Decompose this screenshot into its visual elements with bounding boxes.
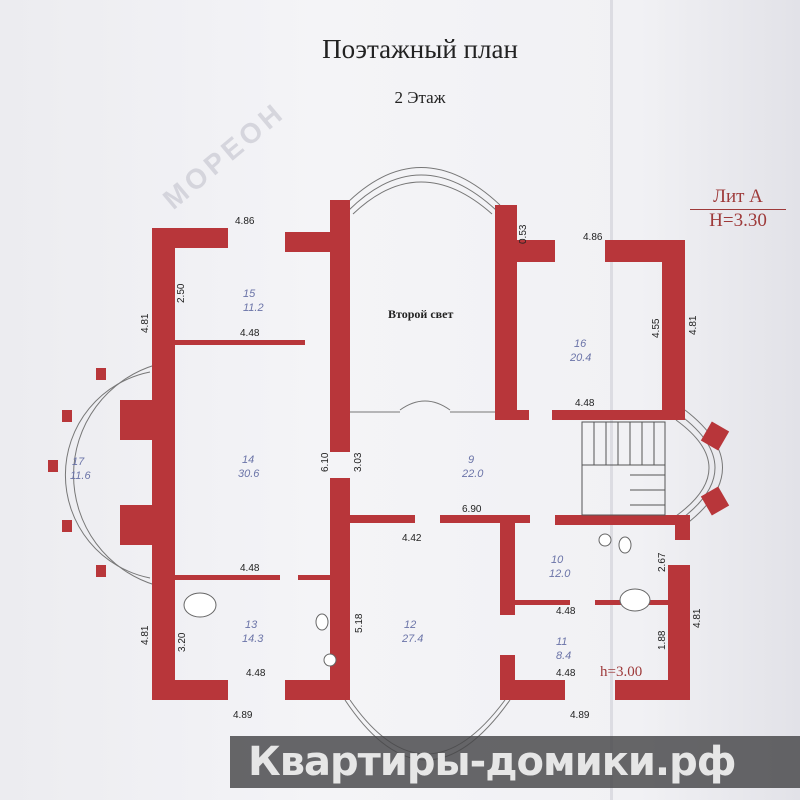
dimension: 4.48 <box>556 668 576 679</box>
dimension: 4.48 <box>556 606 576 617</box>
room-area: 11.6 <box>70 470 91 482</box>
room-area: 22.0 <box>461 468 484 480</box>
lit-height: H=3.30 <box>709 210 767 231</box>
fixtures <box>183 533 651 667</box>
dimension: 4.89 <box>233 710 253 721</box>
dimension: 4.48 <box>575 398 595 409</box>
dimension: 4.81 <box>688 315 699 335</box>
room-number: 16 <box>574 338 587 350</box>
dimension: 4.81 <box>140 313 151 333</box>
room-area: 30.6 <box>238 468 260 480</box>
dimension: 4.55 <box>651 318 662 338</box>
room-number: 12 <box>404 619 416 631</box>
dimension: 6.10 <box>320 452 331 472</box>
staircase <box>581 421 666 516</box>
floor-subtitle: 2 Этаж <box>394 88 446 107</box>
room-labels: 15 11.2 16 20.4 14 30.6 17 11.6 9 22.0 1… <box>70 288 591 662</box>
dimension: 4.81 <box>140 625 151 645</box>
room-number: 9 <box>468 454 474 466</box>
dimension: 1.88 <box>657 630 668 650</box>
page-title: Поэтажный план <box>322 34 518 64</box>
dimension: 4.86 <box>583 232 603 243</box>
dimension: 6.90 <box>462 504 482 515</box>
room-number: 10 <box>551 554 564 566</box>
dimension: 2.50 <box>176 283 187 303</box>
dimension: 4.89 <box>570 710 590 721</box>
dimension: 3.20 <box>177 632 188 652</box>
dimension-labels: 4.86 4.86 0.53 4.81 2.50 4.48 4.81 4.55 … <box>140 216 703 721</box>
dimension: 4.81 <box>692 608 703 628</box>
lit-name: Лит А <box>690 186 786 210</box>
room-area: 12.0 <box>549 568 571 580</box>
room-number: 13 <box>245 619 258 631</box>
lit-label: Лит А H=3.30 <box>690 186 786 232</box>
watermark-banner: Квартиры-домики.рф <box>230 736 800 788</box>
room-area: 27.4 <box>401 633 423 645</box>
dimension: 4.48 <box>246 668 266 679</box>
dimension: 5.18 <box>354 613 365 633</box>
dimension: 4.48 <box>240 563 260 574</box>
dimension: 4.48 <box>240 328 260 339</box>
ceiling-height-note: h=3.00 <box>600 664 642 680</box>
dimension: 4.42 <box>402 533 422 544</box>
room-number: 17 <box>72 456 85 468</box>
room-number: 11 <box>556 636 567 648</box>
room-number: 14 <box>242 454 254 466</box>
room-area: 8.4 <box>556 650 571 662</box>
dimension: 3.03 <box>353 452 364 472</box>
room-area: 14.3 <box>242 633 264 645</box>
dimension: 0.53 <box>518 224 529 244</box>
walls <box>48 200 730 700</box>
watermark-text: Квартиры-домики.рф <box>248 739 736 785</box>
dimension: 2.67 <box>657 552 668 572</box>
room-area: 20.4 <box>569 352 591 364</box>
second-light-label: Второй свет <box>388 307 453 321</box>
room-number: 15 <box>243 288 256 300</box>
dimension: 4.86 <box>235 216 255 227</box>
room-area: 11.2 <box>243 302 264 314</box>
page-fold <box>610 0 613 800</box>
